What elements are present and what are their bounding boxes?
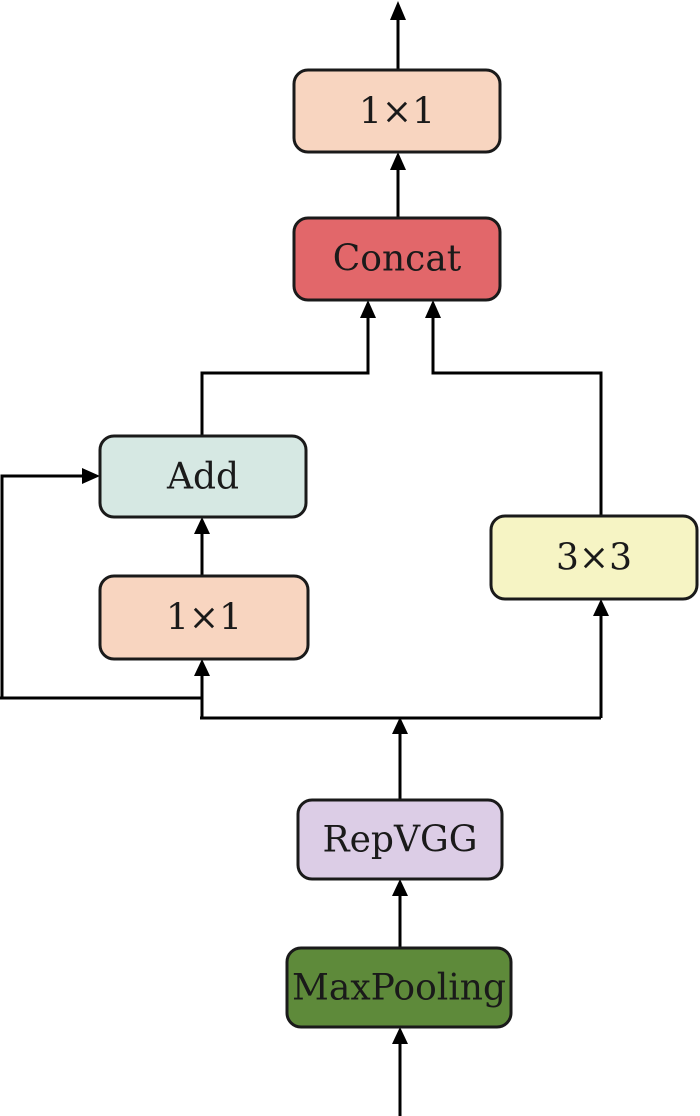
repvgg-node: RepVGG bbox=[296, 798, 504, 881]
repvgg-box bbox=[296, 798, 504, 881]
add-label: Add bbox=[166, 457, 239, 498]
split-to-right-conv-arrowhead bbox=[593, 599, 609, 616]
maxpooling-node: MaxPooling bbox=[285, 946, 513, 1029]
split-line bbox=[0, 696, 601, 720]
concat-box bbox=[292, 216, 502, 302]
add-box bbox=[98, 434, 308, 519]
add-node: Add bbox=[98, 434, 308, 519]
skip-connection-arrowhead bbox=[82, 468, 100, 484]
right-conv-to-concat-edge bbox=[431, 316, 603, 516]
maxpooling-label: MaxPooling bbox=[292, 968, 506, 1009]
split-to-left-conv-arrowhead bbox=[194, 659, 210, 676]
maxpooling-box bbox=[285, 946, 513, 1029]
right-conv-box bbox=[489, 514, 699, 601]
edges bbox=[0, 1, 609, 1116]
left-conv-to-add-arrowhead bbox=[194, 517, 210, 534]
skip-connection-edge bbox=[0, 474, 202, 700]
right-conv-label: 3×3 bbox=[556, 538, 632, 579]
concat-node: Concat bbox=[292, 216, 502, 302]
output-arrowhead bbox=[390, 1, 406, 20]
top-conv-label: 1×1 bbox=[359, 92, 435, 133]
input-arrowhead bbox=[392, 1027, 408, 1044]
top-conv-node: 1×1 bbox=[292, 68, 502, 154]
repvgg-label: RepVGG bbox=[323, 820, 478, 861]
top-conv-box bbox=[292, 68, 502, 154]
repvgg-to-split-arrowhead bbox=[392, 717, 408, 734]
right-conv-node: 3×3 bbox=[489, 514, 699, 601]
left-conv-box bbox=[98, 574, 310, 661]
concat-to-top-conv-arrowhead bbox=[390, 152, 406, 170]
add-to-concat-arrowhead bbox=[360, 300, 376, 318]
maxpooling-to-repvgg-arrowhead bbox=[392, 879, 408, 896]
concat-label: Concat bbox=[333, 239, 462, 280]
left-conv-label: 1×1 bbox=[166, 598, 242, 639]
add-to-concat-edge bbox=[200, 316, 370, 436]
left-conv-node: 1×1 bbox=[98, 574, 310, 661]
right-conv-to-concat-arrowhead bbox=[425, 300, 441, 318]
